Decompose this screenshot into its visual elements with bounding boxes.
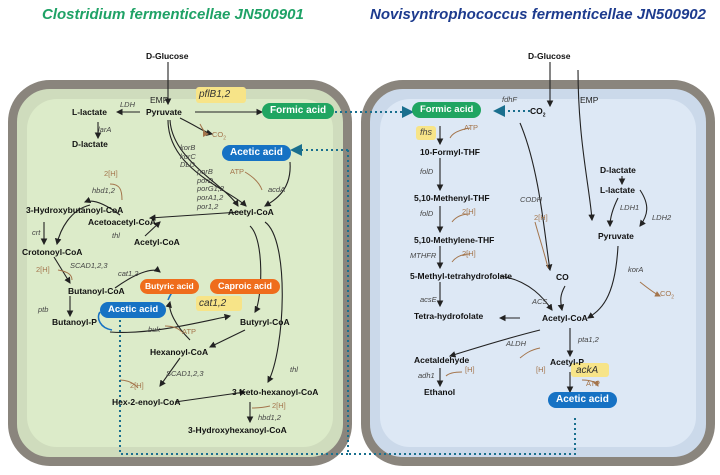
right-co: CO <box>556 272 569 282</box>
left-formic-acid: Formic acid <box>262 103 335 119</box>
enzyme-buk: buk <box>148 325 161 334</box>
enzyme-fdhf: fdhF <box>502 95 518 104</box>
left-h2-3: 2[H] <box>130 381 144 390</box>
right-h2-2: 2[H] <box>462 249 476 258</box>
enzyme-lara: larA <box>98 125 112 134</box>
title-left: Clostridium fermenticellae JN500901 <box>42 6 304 23</box>
crotonoyl-coa: Crotonoyl-CoA <box>22 247 83 257</box>
left-co2: CO2 <box>212 130 227 142</box>
right-acetic-acid: Acetic acid <box>548 392 617 408</box>
hydroxybutanoyl-coa: 3-Hydroxybutanoyl-CoA <box>26 205 124 215</box>
acetyl-p: Acetyl-P <box>550 357 585 367</box>
left-d-glucose: D-Glucose <box>146 51 189 61</box>
right-l-lactate: L-lactate <box>600 185 635 195</box>
right-d-glucose: D-Glucose <box>528 51 571 61</box>
right-h-1: [H] <box>536 365 546 374</box>
right-acetyl-coa: Acetyl-CoA <box>542 313 588 323</box>
right-h2-3: 2[H] <box>534 213 548 222</box>
hexanoyl-coa: Hexanoyl-CoA <box>150 347 209 357</box>
enzyme-thl-2: thl <box>290 365 298 374</box>
butanoyl-coa: Butanoyl-CoA <box>68 286 125 296</box>
enzyme-ldh2: LDH2 <box>652 213 672 222</box>
left-atp-1: ATP <box>230 167 245 176</box>
enzyme-fold-1: folD <box>420 167 434 176</box>
keto-hexanoyl-coa: 3-Keto-hexanoyl-CoA <box>232 387 319 397</box>
enzyme-hbd-2: hbd1,2 <box>258 413 281 422</box>
butyryl-coa: Butyryl-CoA <box>240 317 290 327</box>
highlight-pflb <box>196 87 246 103</box>
left-l-lactate: L-lactate <box>72 107 107 117</box>
right-h-2: [H] <box>465 365 475 374</box>
right-h2-1: 2[H] <box>462 207 476 216</box>
right-atp-2: ATP <box>586 379 601 388</box>
enzyme-hbd-1: hbd1,2 <box>92 186 115 195</box>
left-h2-2: 2[H] <box>36 265 50 274</box>
enzyme-fold-2: folD <box>420 209 434 218</box>
formyl-thf: 10-Formyl-THF <box>420 147 480 157</box>
left-acetic-acid-top: Acetic acid <box>222 145 291 161</box>
enzyme-cat-1: cat1,2 <box>118 269 139 278</box>
left-pyruvate: Pyruvate <box>146 107 182 117</box>
left-d-lactate: D-lactate <box>72 139 108 149</box>
methylene-thf: 5,10-Methylene-THF <box>414 235 495 245</box>
caproic-acid: Caproic acid <box>210 279 281 294</box>
right-co2-b: CO2 <box>660 289 675 301</box>
left-atp-2: ATP <box>182 327 197 336</box>
enzyme-pta: pta1,2 <box>578 335 599 344</box>
enzyme-ldh: LDH <box>120 100 136 109</box>
left-h2-1: 2[H] <box>104 169 118 178</box>
enzyme-crt-1: crt <box>32 228 41 237</box>
highlight-acka <box>571 363 609 377</box>
right-co2: CO2 <box>530 106 546 119</box>
enzyme-ldh1: LDH1 <box>620 203 640 212</box>
hydroxyhexanoyl-coa: 3-Hydroxyhexanoyl-CoA <box>188 425 287 435</box>
enzyme-cat-2: cat1,2 <box>199 298 227 309</box>
enzyme-fhs: fhs <box>420 127 433 137</box>
enzyme-adh: adh1 <box>418 371 435 380</box>
enzyme-kora: korA <box>628 265 644 274</box>
enzyme-acda: acdA <box>268 185 286 194</box>
acetoacetyl-coa: Acetoacetyl-CoA <box>88 217 157 227</box>
methenyl-thf: 5,10-Methenyl-THF <box>414 193 490 203</box>
ethanol: Ethanol <box>424 387 456 397</box>
butanoyl-p: Butanoyl-P <box>52 317 97 327</box>
enzyme-thl-1: thl <box>112 231 120 240</box>
acetaldehyde: Acetaldehyde <box>414 355 470 365</box>
butyric-acid: Butyric acid <box>140 279 199 294</box>
highlight-fhs <box>416 126 436 140</box>
highlight-cat <box>196 296 242 311</box>
right-formic-acid: Formic acid <box>412 102 482 118</box>
enzymes-por: porB porD porG1,2 porA1,2 por1,2 <box>197 167 225 211</box>
enzyme-aldh: ALDH <box>506 339 527 348</box>
enzyme-scad-2: SCAD1,2,3 <box>166 369 204 378</box>
right-emp: EMP <box>580 95 599 105</box>
enzyme-acka: ackA <box>576 365 599 376</box>
tetra-hydrofolate: Tetra-hydrofolate <box>414 311 484 321</box>
left-h2-4: 2[H] <box>272 401 286 410</box>
enzyme-mthfr: MTHFR <box>410 251 437 260</box>
title-right: Novisyntrophococcus fermenticellae JN500… <box>370 6 706 23</box>
right-atp-1: ATP <box>464 123 479 132</box>
right-pyruvate: Pyruvate <box>598 231 634 241</box>
enzyme-pflb: pflB1,2 <box>199 89 231 100</box>
left-emp: EMP <box>150 95 169 105</box>
left-acetic-acid-mid: Acetic acid <box>100 302 167 318</box>
methyl-thf: 5-Methyl-tetrahydrofolate <box>410 271 513 281</box>
right-cell <box>361 80 715 466</box>
enzyme-scad-1: SCAD1,2,3 <box>70 261 108 270</box>
enzyme-codh: CODH <box>520 195 543 204</box>
right-d-lactate: D-lactate <box>600 165 636 175</box>
enzyme-acse: acsE <box>420 295 437 304</box>
enzyme-acs: ACS <box>532 297 548 306</box>
enzyme-ptb: ptb <box>38 305 49 314</box>
enzymes-kor-dld: korB korC DLD <box>180 143 196 170</box>
left-acetyl-coa: Acetyl-CoA <box>228 207 274 217</box>
hex-2-enoyl-coa: Hex-2-enoyl-CoA <box>112 397 181 407</box>
left-acetyl-coa-2: Acetyl-CoA <box>134 237 180 247</box>
